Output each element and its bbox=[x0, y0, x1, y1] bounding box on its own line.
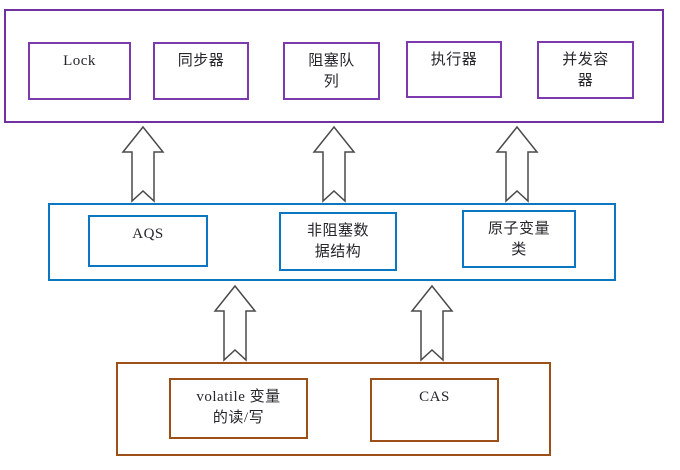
node-concurrent-container: 并发容 器 bbox=[537, 41, 634, 99]
node-lock: Lock bbox=[28, 42, 131, 100]
node-blocking-queue: 阻塞队 列 bbox=[283, 42, 380, 100]
node-synchronizer: 同步器 bbox=[153, 42, 249, 100]
node-cas: CAS bbox=[370, 378, 499, 442]
up-arrow-icon bbox=[410, 284, 454, 362]
node-nonblocking-data-structure: 非阻塞数 据结构 bbox=[279, 212, 397, 271]
node-executor: 执行器 bbox=[406, 41, 502, 98]
up-arrow-icon bbox=[312, 125, 356, 203]
up-arrow-icon bbox=[121, 125, 165, 203]
node-atomic-variable-class: 原子变量 类 bbox=[462, 210, 576, 268]
up-arrow-icon bbox=[213, 284, 257, 362]
node-volatile-read-write: volatile 变量 的读/写 bbox=[169, 378, 308, 439]
up-arrow-icon bbox=[495, 125, 539, 203]
node-aqs: AQS bbox=[88, 215, 208, 267]
